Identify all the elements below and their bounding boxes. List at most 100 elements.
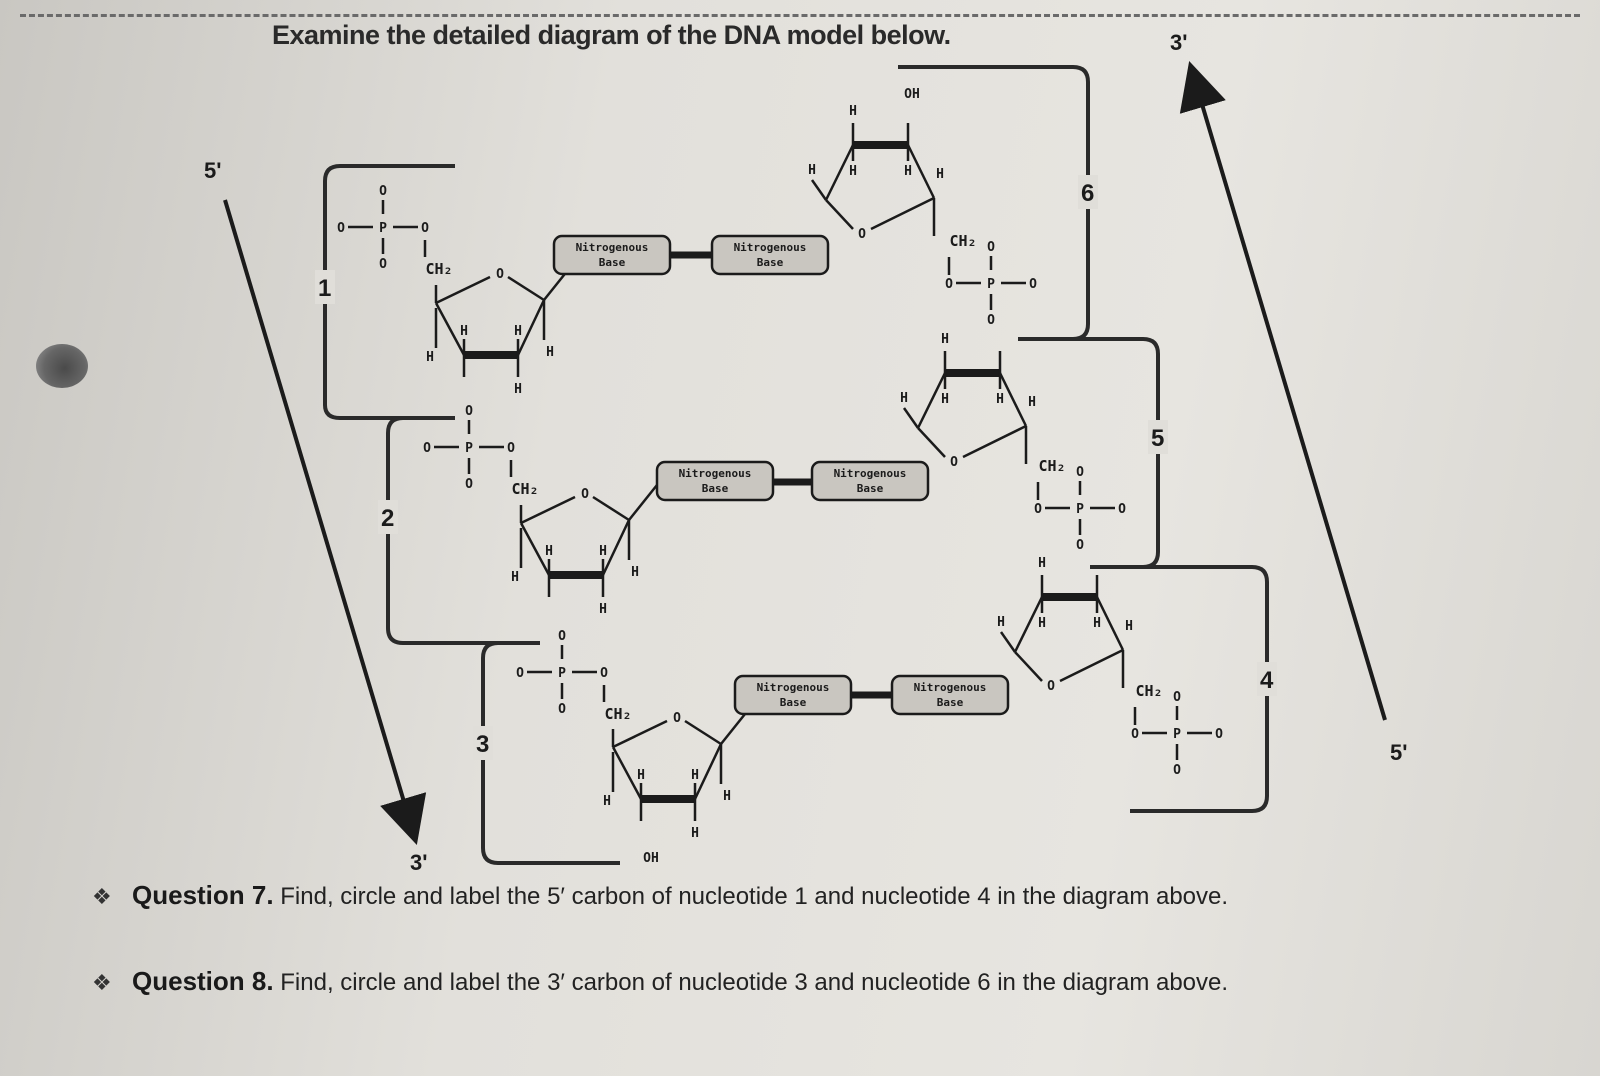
nitrogenous-base-box (655, 460, 775, 502)
hydrogen-atom: H (511, 570, 519, 585)
right-strand-3prime-label: 3' (1170, 30, 1187, 55)
hydrogen-atom: H (996, 392, 1004, 407)
hydrogen-atom: H (936, 167, 944, 182)
diamond-bullet-icon: ❖ (92, 884, 112, 909)
phosphate-oxygen-right: O (1215, 727, 1223, 742)
hydrogen-atom: H (545, 544, 553, 559)
bond-line (906, 144, 936, 199)
bond-line (1014, 651, 1043, 682)
phosphate-oxygen-top: O (379, 184, 387, 199)
phosphorus-atom: P (1173, 727, 1181, 742)
nitrogenous-base-label: Nitrogenous (734, 241, 807, 254)
bond-line (519, 522, 551, 576)
hydrogen-atom: H (1028, 395, 1036, 410)
hydrogen-atom: H (941, 392, 949, 407)
hydrogen-atom: H (1038, 616, 1046, 631)
bond-line (825, 199, 854, 230)
bond-line (507, 275, 545, 302)
bond-line (1095, 596, 1125, 651)
bond-line (612, 719, 668, 749)
hydrogen-atom: H (426, 350, 434, 365)
nitrogenous-base-box (552, 234, 672, 276)
left-strand-3prime-label: 3' (410, 850, 427, 875)
phosphate-oxygen-top: O (1173, 690, 1181, 705)
phosphate-oxygen-top: O (1076, 465, 1084, 480)
bond-line (601, 519, 631, 576)
hydrogen-atom: H (849, 164, 857, 179)
bond-line (902, 407, 920, 429)
phosphate-oxygen-right: O (421, 221, 429, 236)
bond-line (916, 372, 947, 429)
bond-line (917, 427, 946, 458)
nitrogenous-base-label: Base (599, 256, 626, 269)
hydrogen-atom: H (723, 789, 731, 804)
nucleotide-5-bracket (1018, 337, 1160, 569)
right-strand-5prime-label: 5' (1390, 740, 1407, 765)
hydrogen-atom: H (1038, 556, 1046, 571)
question-8-label: Question 8. (132, 966, 274, 996)
hydrogen-atom: H (631, 565, 639, 580)
hydrogen-atom: H (997, 615, 1005, 630)
phosphate-oxygen-left: O (516, 666, 524, 681)
hydrogen-atom: H (691, 768, 699, 783)
ch2-group: CH₂ (1135, 682, 1162, 700)
phosphate-oxygen-bottom: O (558, 702, 566, 717)
phosphate-oxygen-top: O (558, 629, 566, 644)
hydrogen-atom: H (603, 794, 611, 809)
hydrogen-atom: H (460, 324, 468, 339)
bond-line (870, 196, 935, 231)
bond-line (693, 743, 723, 800)
nucleotide-6-number: 6 (1081, 180, 1094, 207)
phosphorus-atom: P (558, 666, 566, 681)
ch2-group: CH₂ (425, 260, 452, 278)
nucleotide-2-number: 2 (381, 505, 394, 532)
nitrogenous-base-box (890, 674, 1010, 716)
ch2-group: CH₂ (1038, 457, 1065, 475)
bond-line (999, 631, 1017, 653)
phosphorus-atom: P (379, 221, 387, 236)
nitrogenous-base-label: Nitrogenous (757, 681, 830, 694)
hydrogen-atom: H (1125, 619, 1133, 634)
left-strand-5prime-label: 5' (204, 158, 221, 183)
strand-direction-arrows (223, 60, 1387, 846)
bond-line (592, 495, 630, 522)
phosphate-oxygen-right: O (1118, 502, 1126, 517)
sugar-ring-oxygen: O (496, 267, 504, 282)
nitrogenous-bases: NitrogenousBaseNitrogenousBaseNitrogenou… (552, 234, 1010, 716)
sugar-ring-oxygen: O (673, 711, 681, 726)
phosphate-oxygen-left: O (337, 221, 345, 236)
question-8: ❖Question 8. Find, circle and label the … (92, 966, 1228, 997)
hydrogen-atom: H (599, 544, 607, 559)
ch2-group: CH₂ (949, 232, 976, 250)
nitrogenous-base-label: Nitrogenous (834, 467, 907, 480)
nitrogenous-base-box (710, 234, 830, 276)
hydrogen-atom: H (599, 602, 607, 617)
phosphate-oxygen-left: O (1034, 502, 1042, 517)
hydrogen-atom: H (849, 104, 857, 119)
bond-line (520, 495, 576, 525)
phosphorus-atom: P (987, 277, 995, 292)
right-strand-arrow (1179, 60, 1387, 721)
phosphate-oxygen-right: O (507, 441, 515, 456)
bond-line (810, 179, 828, 201)
sugar-ring-oxygen: O (581, 487, 589, 502)
ch2-group: CH₂ (511, 480, 538, 498)
nitrogenous-base-box (733, 674, 853, 716)
phosphate-oxygen-right: O (1029, 277, 1037, 292)
nitrogenous-base-label: Base (702, 482, 729, 495)
hydrogen-atom: H (637, 768, 645, 783)
bond-line (998, 372, 1028, 427)
nitrogenous-base-label: Nitrogenous (576, 241, 649, 254)
nitrogenous-base-label: Base (780, 696, 807, 709)
sugar-ring-oxygen: O (950, 455, 958, 470)
question-7: ❖Question 7. Find, circle and label the … (92, 880, 1228, 911)
